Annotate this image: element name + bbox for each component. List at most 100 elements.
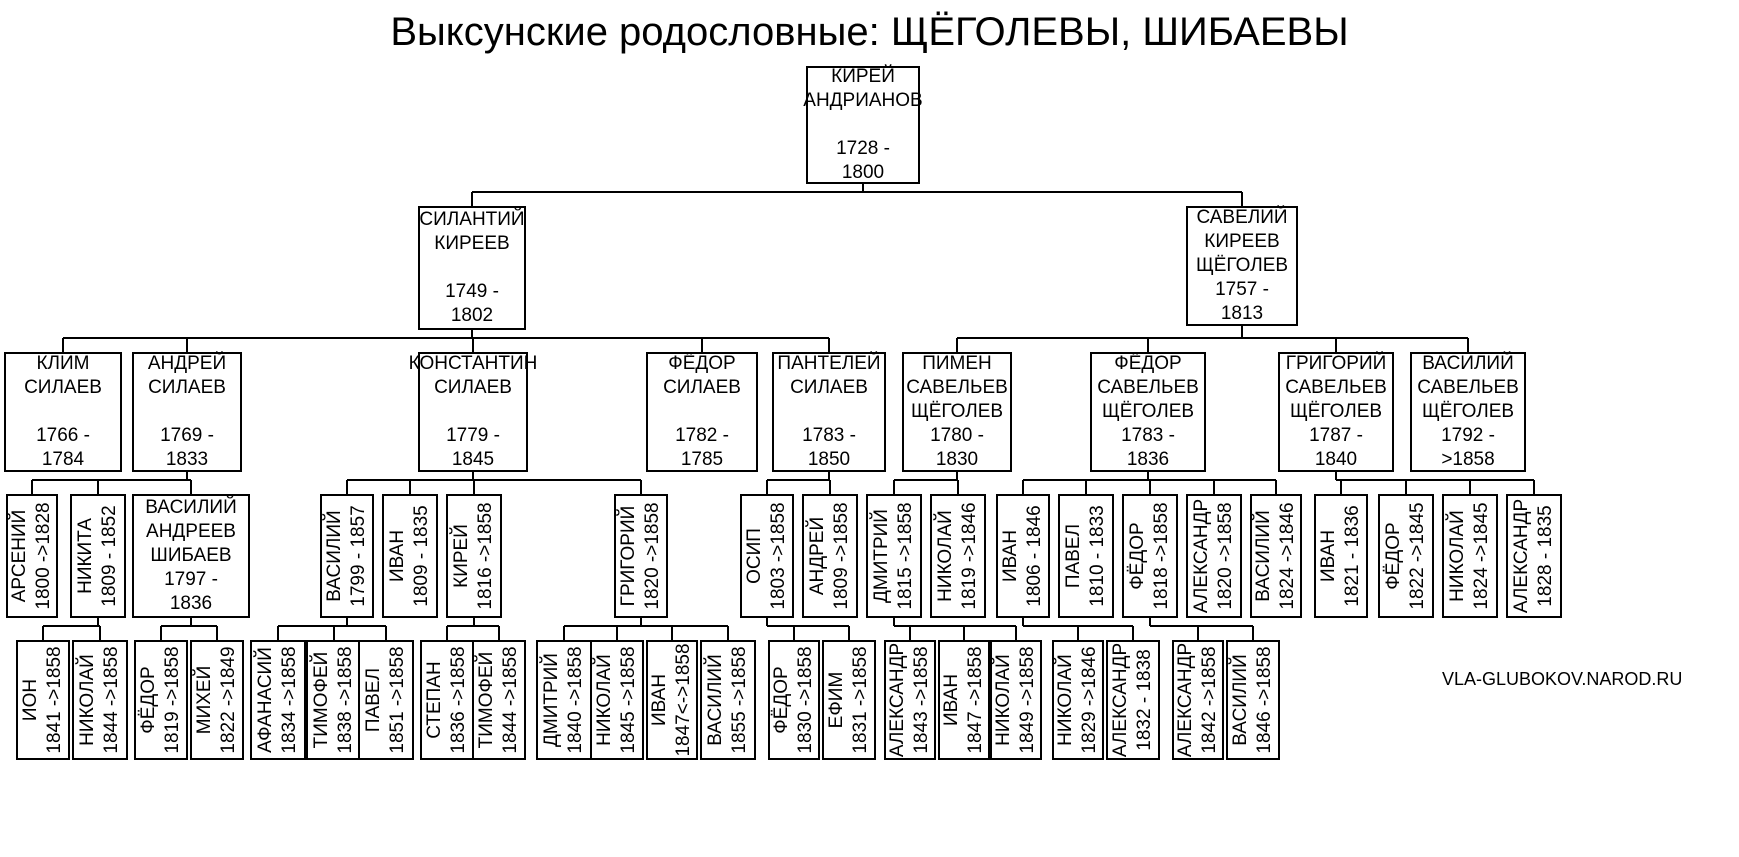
person-line: 1855 ->1858 [729, 646, 750, 754]
person-line: ЩЁГОЛЕВ [1195, 255, 1289, 276]
person-line: АНДРИАНОВ [803, 90, 923, 111]
person-line: 1843 ->1858 [911, 646, 932, 754]
person-line: 1769 - [160, 425, 214, 446]
person-name: ВАСИЛИЙ [1422, 353, 1514, 374]
person-line: 1779 - [446, 425, 500, 446]
person-line [470, 400, 475, 424]
person-name: ИВАН [387, 529, 408, 583]
person-line: 1809 - 1835 [411, 505, 432, 607]
person-name: ВАСИЛИЙ [145, 497, 237, 518]
person-line: СИЛАЕВ [790, 377, 868, 398]
person-line: САВЕЛЬЕВ [1417, 377, 1519, 398]
person-line: 1838 ->1858 [335, 646, 356, 754]
person-line: 1766 - [36, 425, 90, 446]
person-line: САВЕЛЬЕВ [906, 377, 1008, 398]
person-line: 1800 ->1828 [33, 502, 54, 610]
person-line: 1809 - 1852 [99, 505, 120, 607]
person-line: 1836 [169, 593, 213, 614]
person-line: 1818 ->1858 [1151, 502, 1172, 610]
person-line: 1787 - [1309, 425, 1363, 446]
person-line: 1783 - [1121, 425, 1175, 446]
person-name: АЛЕКСАНДР [887, 642, 908, 758]
person-line: 1819 ->1858 [162, 646, 183, 754]
person-name: НИКОЛАЙ [77, 654, 98, 746]
person-name: ОСИП [744, 528, 765, 584]
person-line: 1820 ->1858 [642, 502, 663, 610]
person-line: 1800 [841, 162, 885, 183]
person-line: 1819 ->1846 [959, 502, 980, 610]
person-line: 1849 ->1858 [1017, 646, 1038, 754]
person-line: 1792 - [1441, 425, 1495, 446]
person-name: ФЁДОР [1114, 353, 1182, 374]
person-line: 1831 ->1858 [850, 646, 871, 754]
person-name: ВАСИЛИЙ [324, 510, 345, 602]
person-line: 1815 ->1858 [895, 502, 916, 610]
person-name: НИКОЛАЙ [1055, 654, 1076, 746]
person-line: 1749 - [445, 281, 499, 302]
person-line [469, 256, 474, 280]
person-line: 1834 ->1858 [279, 646, 300, 754]
person-line: 1813 [1220, 303, 1264, 324]
person-line [60, 400, 65, 424]
person-line: 1847<->1858 [673, 643, 694, 757]
person-line: 1784 [41, 449, 85, 470]
person-line: САВЕЛЬЕВ [1097, 377, 1199, 398]
person-line [860, 113, 865, 137]
person-line: 1802 [450, 305, 494, 326]
person-line: 1797 - [164, 569, 218, 590]
person-name: ФЁДОР [1127, 522, 1148, 590]
person-line: 1830 ->1858 [795, 646, 816, 754]
person-name: АЛЕКСАНДР [1511, 498, 1532, 614]
source-credit: VLA-GLUBOKOV.NAROD.RU [1442, 669, 1683, 689]
person-line: 1828 - 1835 [1535, 505, 1556, 607]
person-line: 1783 - [802, 425, 856, 446]
person-name: АНДРЕЙ [147, 353, 227, 374]
person-name: ФЁДОР [668, 353, 736, 374]
person-name: ТИМОФЕЙ [476, 651, 497, 749]
person-name: ПАВЕЛ [1063, 523, 1084, 589]
person-line: 1728 - [836, 138, 890, 159]
person-name: ИВАН [649, 673, 670, 727]
person-name: ИВАН [1318, 529, 1339, 583]
person-line: 1845 [451, 449, 495, 470]
person-line: 1833 [165, 449, 209, 470]
